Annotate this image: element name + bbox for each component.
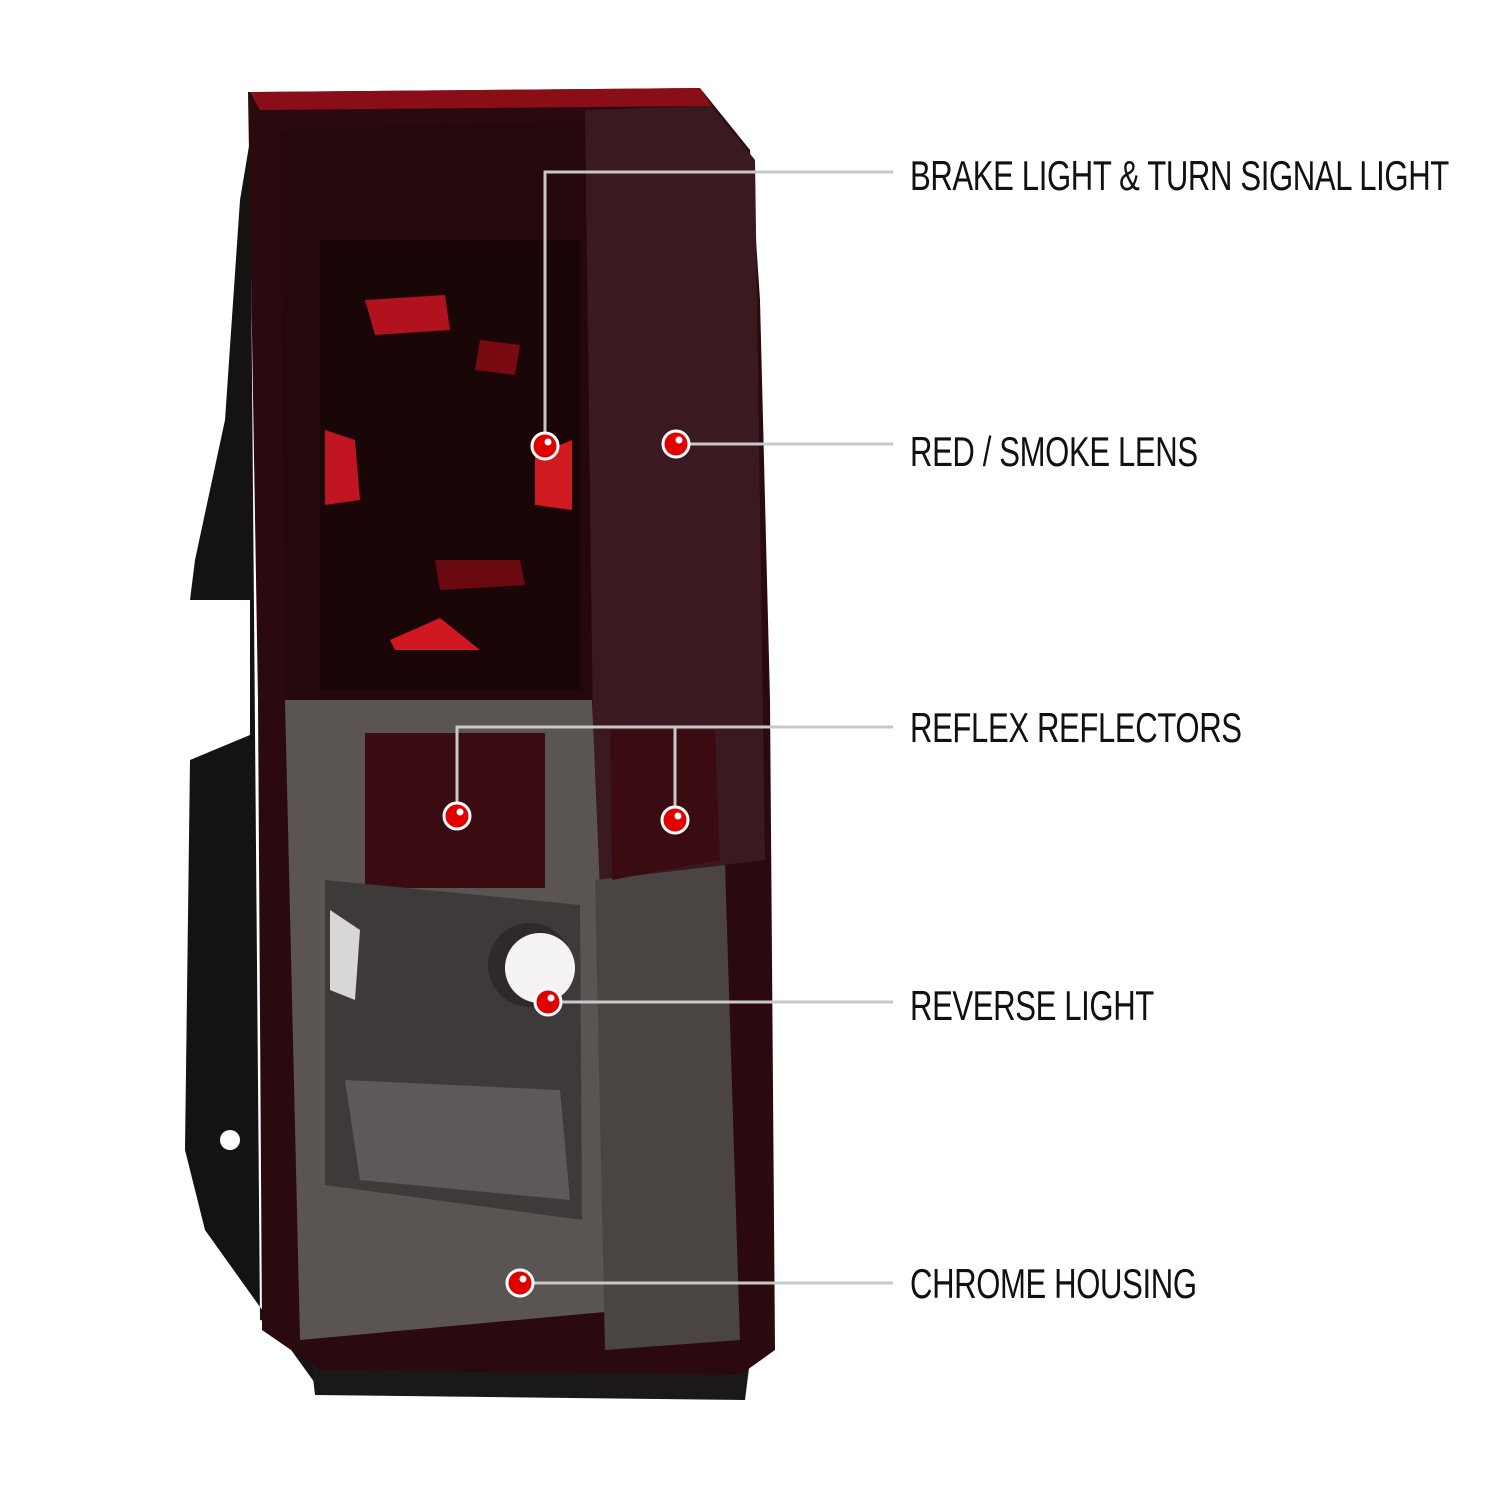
marker-dot-icon	[661, 429, 691, 459]
marker-dot-icon	[533, 987, 563, 1017]
marker-dot-icon	[442, 801, 472, 831]
top-edge	[250, 88, 712, 110]
reverse-bulb	[505, 933, 575, 1003]
reflector-right	[610, 730, 720, 880]
side-face	[585, 106, 765, 880]
callout-reflex-reflectors: REFLEX REFLECTORS	[910, 704, 1242, 751]
marker-dot-icon	[660, 805, 690, 835]
markers	[442, 429, 691, 1298]
leader-reflex	[455, 725, 893, 820]
marker-dot-icon	[505, 1268, 535, 1298]
callout-reverse-light: REVERSE LIGHT	[910, 982, 1154, 1029]
leader-lines	[455, 170, 893, 1285]
callout-chrome-housing: CHROME HOUSING	[910, 1260, 1197, 1307]
mount-hole	[220, 1130, 240, 1150]
leader-brake	[543, 170, 893, 446]
callout-lens: RED / SMOKE LENS	[910, 428, 1198, 475]
mounting-bracket	[185, 140, 320, 1390]
marker-dot-icon	[530, 431, 560, 461]
callout-brake-light: BRAKE LIGHT & TURN SIGNAL LIGHT	[910, 152, 1449, 199]
